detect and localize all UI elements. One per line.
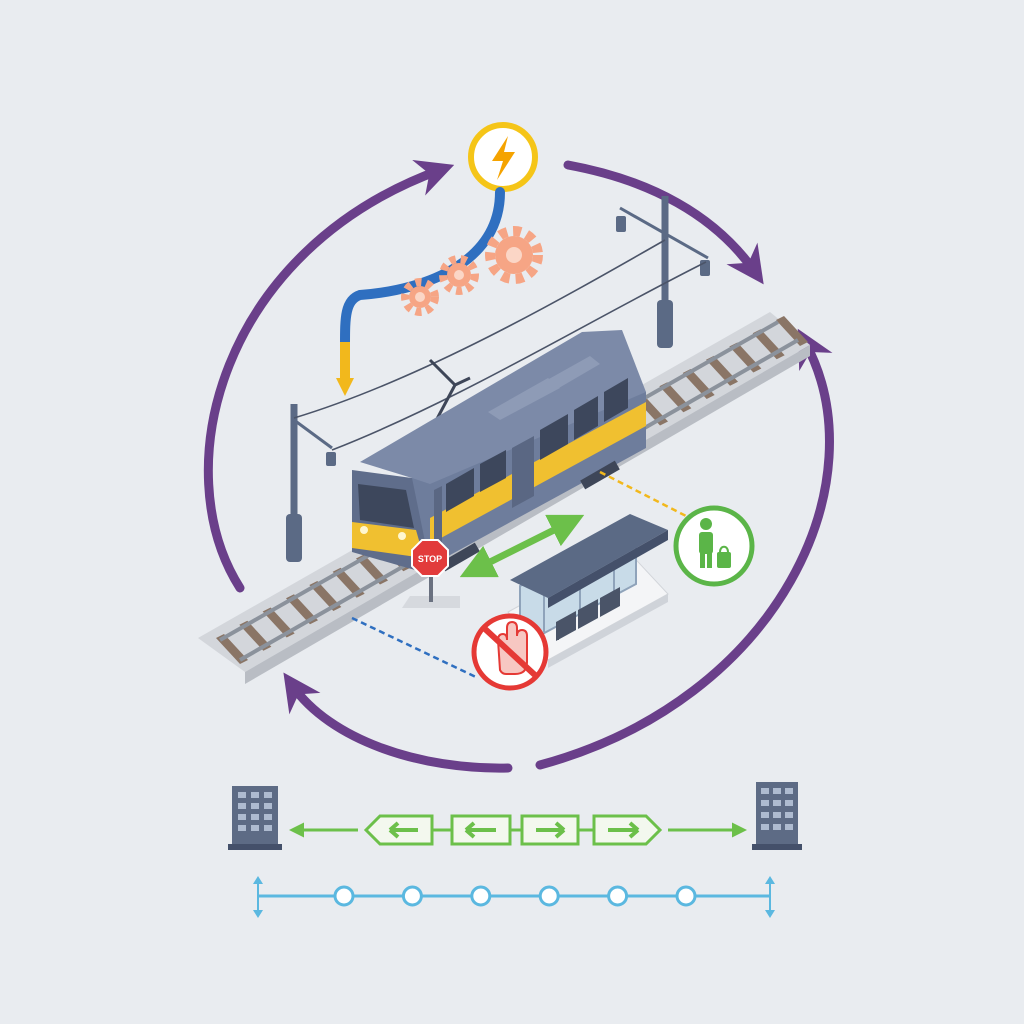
sleeper — [239, 620, 272, 651]
tram — [352, 330, 646, 572]
sleeper — [356, 554, 388, 585]
no-hand-icon — [481, 620, 539, 679]
flow-arrow-box-left-1 — [363, 814, 434, 846]
sleeper — [776, 316, 808, 346]
no-touch-badge — [471, 613, 549, 691]
power-line — [340, 187, 505, 350]
route-line — [253, 876, 775, 918]
cycle-arrow-right — [535, 328, 834, 770]
route-stop — [607, 885, 629, 907]
route-stop — [401, 885, 423, 907]
cycle-arrow-top-right — [563, 160, 764, 285]
building-icon — [228, 786, 282, 850]
sleeper — [332, 567, 365, 598]
lightning-icon — [492, 136, 515, 180]
flow-arrow-box-right-1 — [520, 814, 580, 846]
cycle-arrows — [203, 160, 834, 773]
catenary — [286, 196, 710, 562]
route-stop — [675, 885, 697, 907]
gears-icon — [401, 226, 543, 316]
tram-windshield — [358, 484, 414, 528]
stop-sign-icon: STOP — [402, 539, 460, 608]
power-badge — [468, 122, 538, 192]
tram-windows — [446, 378, 628, 512]
power-line-arrowhead — [336, 378, 354, 396]
tram-stripe-front — [352, 522, 424, 558]
flow-arrow-box-right-2 — [592, 814, 663, 846]
tram-door — [512, 436, 534, 508]
flow-arrow-box-left-2 — [450, 814, 512, 846]
passenger-icon — [699, 518, 731, 568]
route-stop — [333, 885, 355, 907]
sleeper — [262, 607, 295, 638]
route-stop — [470, 885, 492, 907]
sleeper — [286, 594, 318, 625]
boarding-double-arrow — [459, 514, 585, 578]
cycle-arrow-top-left — [203, 160, 455, 593]
stop-sign-text: STOP — [418, 554, 442, 564]
building-icon — [752, 782, 802, 850]
dashed-connector-yellow — [599, 470, 691, 520]
cycle-arrow-bottom-left — [283, 672, 513, 773]
sleeper — [309, 581, 342, 611]
passenger-badge — [673, 505, 755, 587]
route-direction-row — [228, 782, 802, 850]
route-stop — [538, 885, 560, 907]
sleeper — [216, 634, 248, 664]
dashed-connector-blue — [351, 616, 479, 680]
benches — [556, 587, 620, 641]
contact-wire — [293, 239, 666, 419]
tram-stripe-side — [430, 402, 646, 544]
contact-wire-2 — [331, 261, 707, 451]
